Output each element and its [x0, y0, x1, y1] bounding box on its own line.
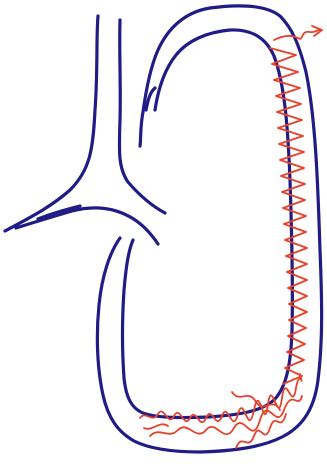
bottom-cluster-scribble [140, 374, 302, 448]
right-side-zigzag-scribble [270, 48, 307, 384]
left-upper-stem-line [5, 16, 98, 231]
outline-strokes [5, 6, 322, 452]
left-lower-stem-line [97, 6, 321, 452]
scribble-strokes [140, 26, 322, 448]
top-corner-scribble [274, 26, 322, 40]
